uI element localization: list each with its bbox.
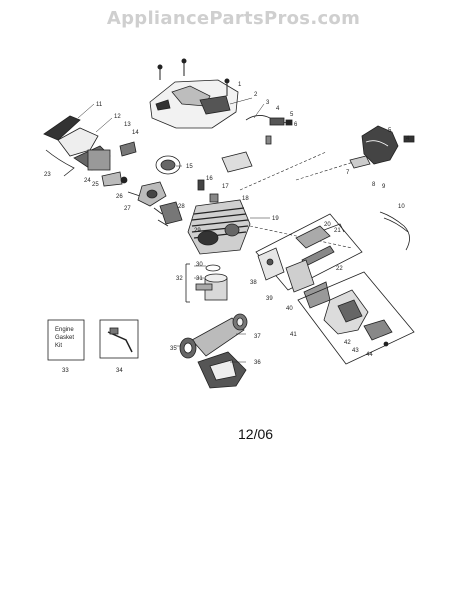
carb-adapter-part [137,181,183,227]
callout-25: 25 [92,182,99,188]
callout-1: 1 [238,82,242,88]
callout-7: 7 [346,170,350,176]
date-code: 12/06 [238,426,274,442]
gasket-kit-label-line-1: Engine [55,327,74,333]
callout-22: 22 [336,266,343,272]
callout-31: 31 [196,276,203,282]
callout-41: 41 [290,332,297,338]
gasket-kit-panel [255,213,363,291]
callout-34: 34 [116,368,123,374]
callout-20: 20 [324,222,331,228]
callout-12: 12 [114,114,121,120]
engine-gasket-kit-box [47,319,85,361]
top-cover-part [149,79,239,129]
callout-6: 6 [294,122,298,128]
callout-14: 14 [132,130,139,136]
callout-19: 19 [272,216,279,222]
callout-35: 35 [170,346,177,352]
callout-15: 15 [186,164,193,170]
gasket-kit-label-line-3: Kit [55,343,62,349]
callout-43: 43 [352,348,359,354]
air-filter-pad [221,151,253,173]
callout-18: 18 [242,196,249,202]
cylinder-part [187,199,251,255]
callout-36: 36 [254,360,261,366]
cover-screws [157,58,230,96]
callout-39: 39 [266,296,273,302]
callout-10: 10 [398,204,405,210]
callout-9: 9 [382,184,386,190]
callout-30: 30 [196,262,203,268]
watermark: AppliancePartsPros.com [106,8,361,29]
gasket-kit-label-line-2: Gasket [55,335,74,341]
callout-11: 11 [96,102,103,108]
callout-40: 40 [286,306,293,312]
callout-26: 26 [116,194,123,200]
callout-3: 3 [266,100,270,106]
callout-2: 2 [254,92,258,98]
ignition-leads-part [379,211,410,251]
ignition-wire-part [245,115,293,145]
callout-leaders [77,97,270,363]
callout-44: 44 [366,352,373,358]
callout-29: 29 [194,228,201,234]
callout-24: 24 [84,178,91,184]
callout-17: 17 [222,184,229,190]
carburetor-part [87,149,141,197]
callout-27: 27 [124,206,131,212]
callout-37: 37 [254,334,261,340]
callout-42: 42 [344,340,351,346]
spark-plug-part [197,179,219,203]
callout-4: 4 [406,136,410,142]
tool-kit-box [99,319,139,359]
ignition-module-part [349,125,415,169]
callout-32: 32 [176,276,183,282]
callout-5: 5 [388,128,392,134]
muffler-panel [297,271,415,365]
callout-21: 21 [334,228,341,234]
crankcase-half-part [197,351,247,389]
intake-boot-part [155,155,181,175]
callout-23: 23 [44,172,51,178]
gasket-plates-part [257,247,331,309]
callout-16: 16 [206,176,213,182]
callout-8: 8 [372,182,376,188]
crankshaft-part [179,313,248,359]
callout-5: 5 [290,112,294,118]
callout-38: 38 [250,280,257,286]
callout-4: 4 [276,106,280,112]
piston-part [185,263,228,303]
callout-33: 33 [62,368,69,374]
callout-28: 28 [178,204,185,210]
callout-13: 13 [124,122,131,128]
